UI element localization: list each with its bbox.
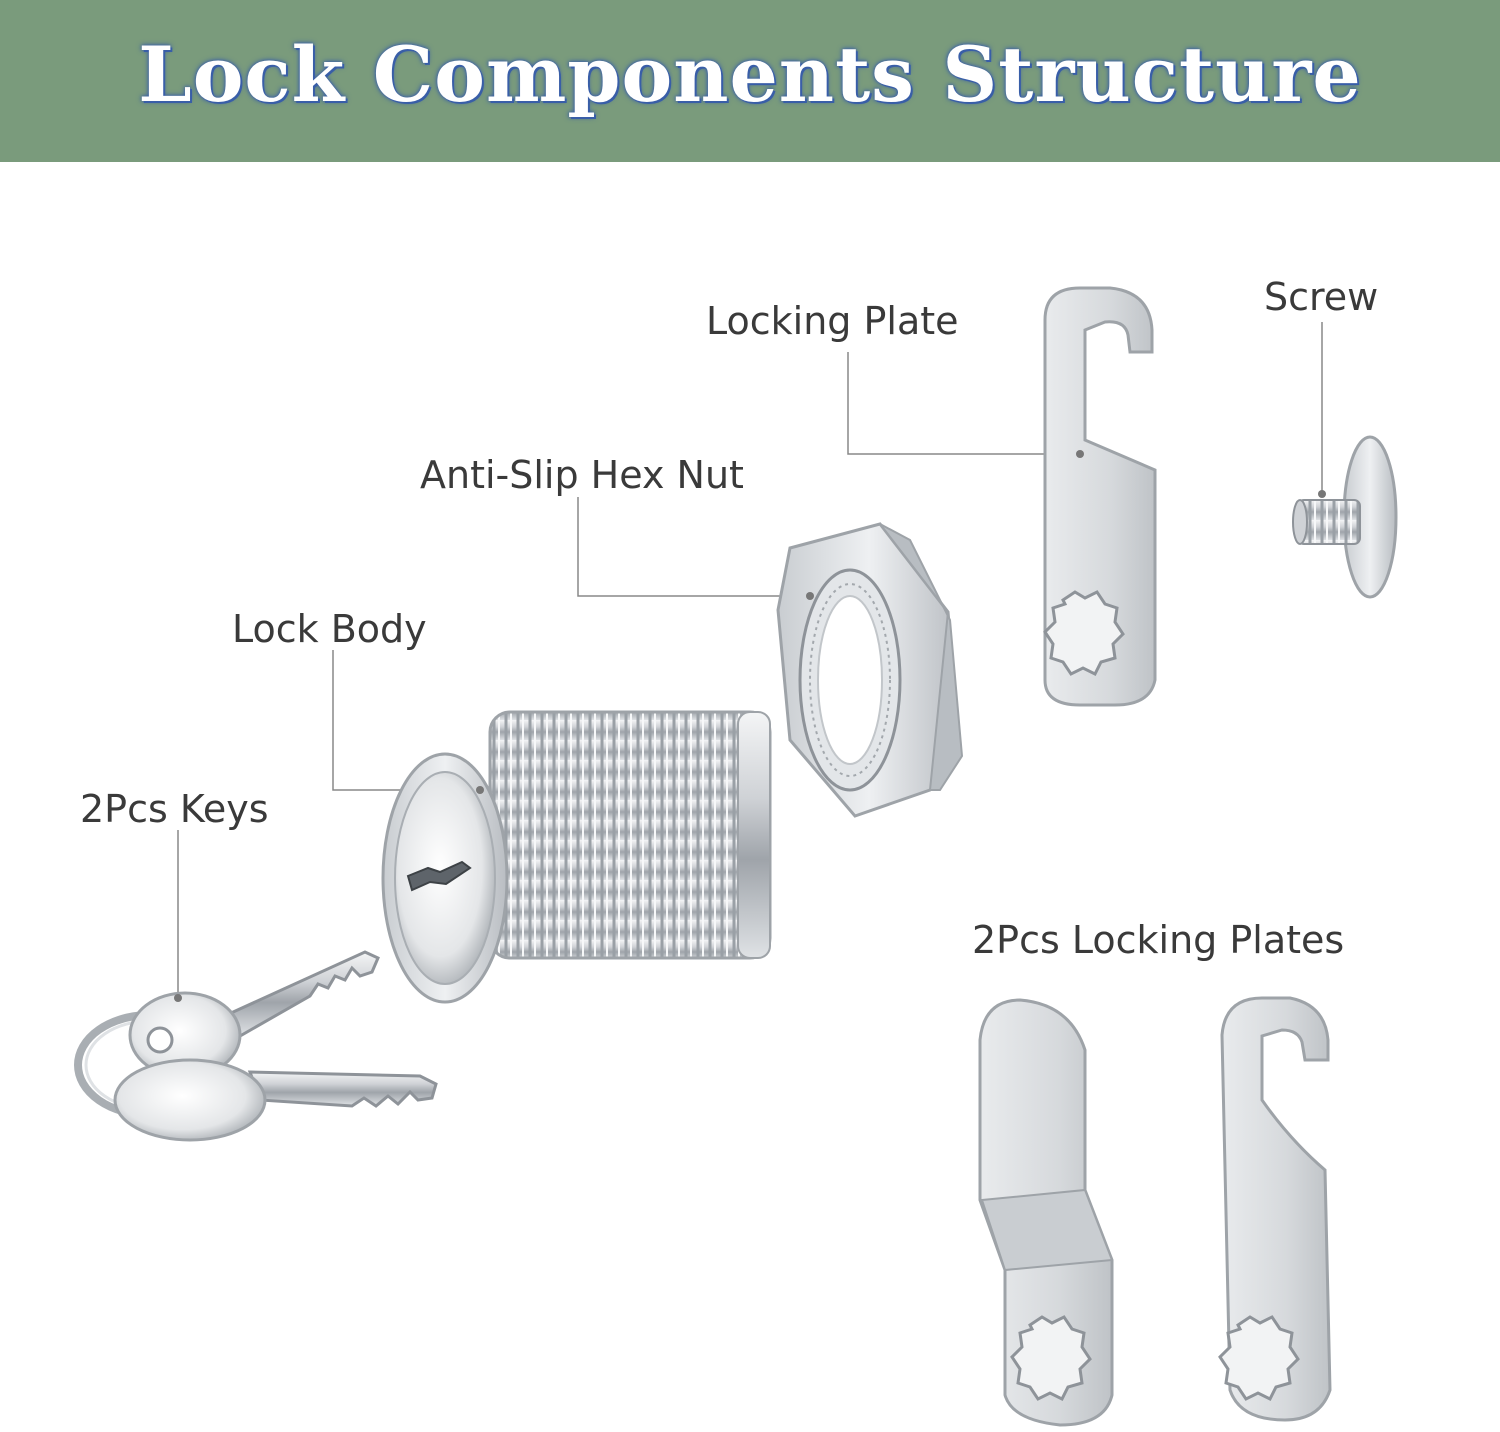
leader-hex-nut <box>577 497 810 597</box>
label-lock-body: Lock Body <box>232 607 427 651</box>
page-title: Lock Components Structure <box>138 29 1362 119</box>
screw-icon <box>1292 435 1398 599</box>
label-hex-nut: Anti-Slip Hex Nut <box>420 453 744 497</box>
lock-body-icon <box>381 710 772 1004</box>
title-banner: Lock Components Structure <box>0 0 1500 162</box>
leader-locking-plate <box>847 352 1080 455</box>
straight-plate-icon <box>1218 996 1332 1422</box>
label-screw: Screw <box>1264 275 1379 319</box>
label-keys: 2Pcs Keys <box>80 787 269 831</box>
bent-plate-icon <box>978 998 1114 1427</box>
label-locking-plate: Locking Plate <box>706 299 959 343</box>
locking-plate-icon <box>1043 286 1157 707</box>
label-locking-plates: 2Pcs Locking Plates <box>972 918 1345 962</box>
keys-icon <box>74 950 438 1142</box>
hex-nut-icon <box>776 522 964 818</box>
